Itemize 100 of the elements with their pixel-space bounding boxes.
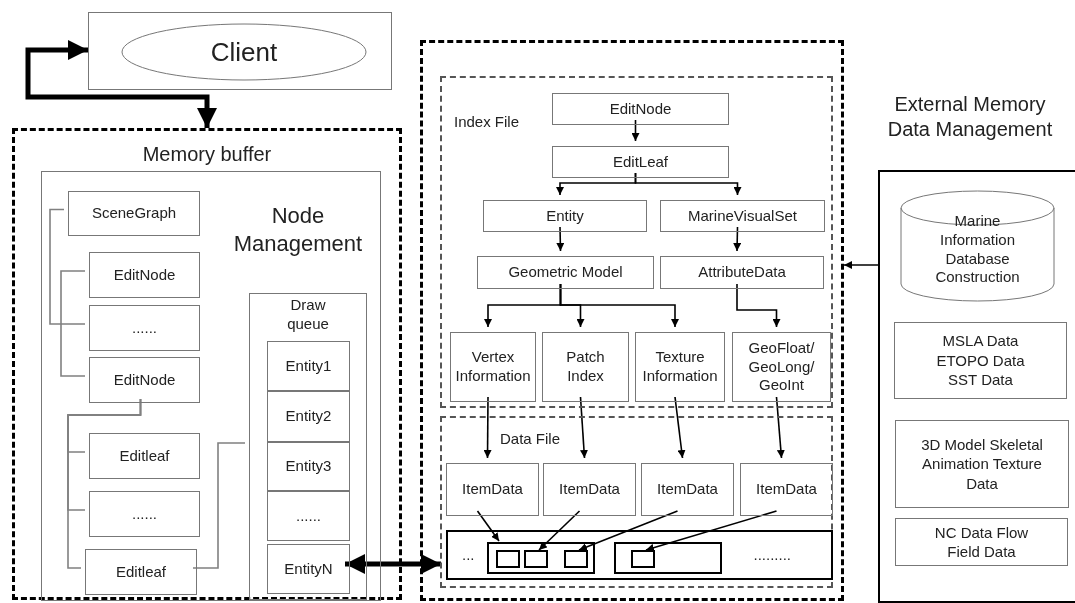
connector-line: [49, 208, 86, 325]
process-box: [660, 200, 825, 232]
node-label: EntityN: [284, 559, 333, 579]
node-label: Editleaf: [119, 446, 170, 466]
node-label: GeoFloat/ GeoLong/ GeoInt: [747, 338, 816, 396]
node-label: Entity2: [285, 407, 332, 426]
management-panel: [41, 171, 381, 601]
storage-strip: [446, 530, 833, 580]
node-label: EditNode: [113, 265, 176, 285]
arrow: [483, 396, 492, 459]
process-box: [552, 146, 729, 178]
arrow: [634, 172, 742, 196]
ellipsis-text: ...: [462, 544, 475, 565]
node-label: EditNode: [113, 370, 176, 390]
arrow: [538, 510, 581, 551]
node-label: Entity: [546, 206, 584, 226]
arrow: [556, 226, 565, 252]
process-box: [89, 305, 200, 351]
arrow: [775, 396, 785, 459]
block-group-box: [614, 542, 722, 574]
data-cell-box: [564, 550, 588, 568]
node-label: EditNode: [609, 99, 672, 119]
group-title: Memory buffer: [142, 142, 272, 167]
process-box: [267, 491, 350, 541]
connector-line: [192, 442, 246, 569]
group-title: Data File: [500, 430, 561, 447]
process-box: [542, 332, 629, 402]
arrow: [733, 226, 742, 252]
data-box: [641, 463, 734, 516]
process-box: [894, 322, 1067, 399]
process-box: [552, 93, 729, 125]
group-title: External Memory Data Management: [887, 93, 1053, 140]
process-box: [68, 191, 200, 236]
process-box: [89, 433, 200, 479]
data-cell-box: [631, 550, 655, 568]
node-label: Client: [210, 35, 278, 69]
process-box: [85, 549, 197, 595]
arrow: [345, 554, 441, 574]
block-group-box: [487, 542, 595, 574]
process-box: [89, 252, 200, 298]
process-box: [450, 332, 536, 402]
dashed-group: [420, 40, 844, 601]
process-box: [635, 332, 725, 402]
arrow: [25, 40, 217, 128]
node-label: SceneGraph: [91, 204, 177, 223]
data-cell-box: [524, 550, 548, 568]
process-box: [895, 420, 1069, 508]
arrow: [736, 283, 781, 328]
data-box: [740, 463, 833, 516]
node-label: ......: [132, 318, 157, 338]
node-label: ......: [296, 506, 321, 526]
node-label: ItemData: [756, 480, 817, 499]
process-box: [477, 256, 654, 289]
arrow: [559, 283, 679, 328]
node-label: MSLA Data ETOPO Data SST Data: [935, 331, 1026, 390]
node-label: ......: [132, 504, 157, 524]
node-label: ItemData: [559, 480, 620, 499]
node-label: Marine Information Database Construction: [934, 212, 1021, 287]
process-box: [267, 544, 350, 594]
queue-box: [249, 293, 367, 600]
process-box: [895, 518, 1068, 566]
node-label: ItemData: [462, 480, 523, 499]
node-label: 3D Model Skeletal Animation Texture Data: [920, 434, 1044, 494]
process-box: [267, 442, 350, 491]
data-box: [543, 463, 636, 516]
node-label: Editleaf: [115, 562, 166, 582]
node-label: ItemData: [657, 480, 718, 499]
ellipsis-text: .........: [753, 544, 791, 565]
process-box: [267, 341, 350, 391]
node-label: AttributeData: [698, 263, 786, 282]
process-box: [267, 391, 350, 442]
node-label: Entity3: [285, 457, 332, 476]
node-label: Texture Information: [641, 348, 719, 386]
process-box: [732, 332, 831, 402]
arrow: [843, 261, 879, 269]
dashed-group: [12, 128, 402, 600]
data-box: [446, 463, 539, 516]
node-label: EditLeaf: [612, 152, 668, 172]
process-box: [89, 357, 200, 403]
process-box: [483, 200, 647, 232]
group-title: Index File: [454, 113, 520, 130]
connector-line: [60, 270, 86, 377]
node-label: Patch Index: [565, 348, 606, 386]
client-box: [88, 12, 392, 90]
arrow: [631, 119, 640, 142]
node-label: NC Data Flow Field Data: [933, 522, 1030, 562]
node-label: Vertex Information: [455, 348, 531, 386]
node-label: Entity1: [285, 356, 332, 376]
dashed-group: [440, 76, 833, 408]
arrow: [674, 396, 686, 459]
node-label: Geometric Model: [508, 263, 623, 282]
dashed-group: [440, 416, 833, 588]
group-title: Node Management: [233, 203, 363, 256]
node-label: MarineVisualSet: [688, 206, 797, 226]
process-box: [89, 491, 200, 537]
arrow: [579, 396, 588, 459]
group-title: Draw queue: [287, 296, 329, 332]
process-box: [660, 256, 824, 289]
connector-line: [67, 398, 142, 569]
data-cell-box: [496, 550, 520, 568]
